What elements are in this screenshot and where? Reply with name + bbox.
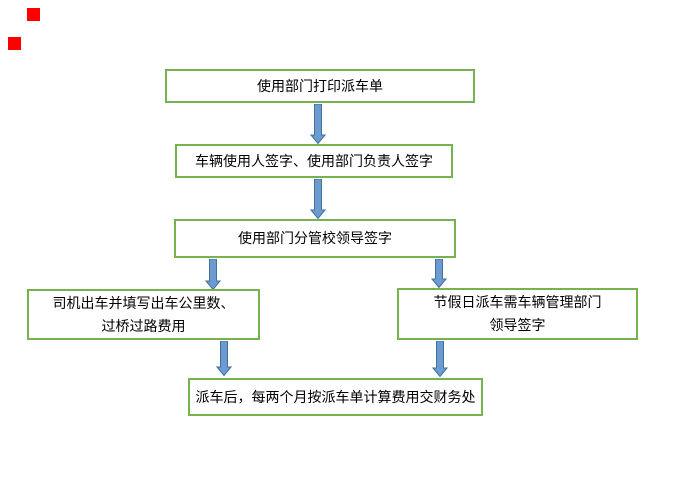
down-arrow-icon [432,341,448,377]
flow-node-label: 车辆使用人签字、使用部门负责人签字 [195,152,433,169]
flow-node-label-line2: 领导签字 [489,317,546,333]
flow-node-label: 派车后，每两个月按派车单计算费用交财务处 [195,388,476,405]
flow-node-leader-signature: 使用部门分管校领导签字 [174,219,456,258]
flow-node-label: 使用部门打印派车单 [257,77,383,94]
flow-node-user-signature: 车辆使用人签字、使用部门负责人签字 [175,144,453,178]
flow-node-label: 司机出车并填写出车公里数、 过桥过路费用 [53,292,235,338]
flow-node-holiday-approval: 节假日派车需车辆管理部门 领导签字 [397,288,638,340]
down-arrow-icon [310,179,326,219]
flow-node-cost-settlement: 派车后，每两个月按派车单计算费用交财务处 [188,378,483,416]
flow-node-label: 节假日派车需车辆管理部门 领导签字 [434,291,602,337]
flow-node-label-line2: 过桥过路费用 [101,317,186,334]
flow-node-print-dispatch-form: 使用部门打印派车单 [165,69,475,103]
flow-node-driver-record: 司机出车并填写出车公里数、 过桥过路费用 [27,289,260,340]
down-arrow-icon [431,259,447,288]
down-arrow-icon [216,341,232,376]
flow-node-label-line1: 司机出车并填写出车公里数、 [52,294,235,311]
flow-node-label-line1: 节假日派车需车辆管理部门 [433,294,602,310]
red-square-marker [8,37,21,50]
flow-node-label: 使用部门分管校领导签字 [238,230,392,246]
down-arrow-icon [310,104,326,144]
down-arrow-icon [205,259,221,290]
red-square-marker [27,8,40,21]
